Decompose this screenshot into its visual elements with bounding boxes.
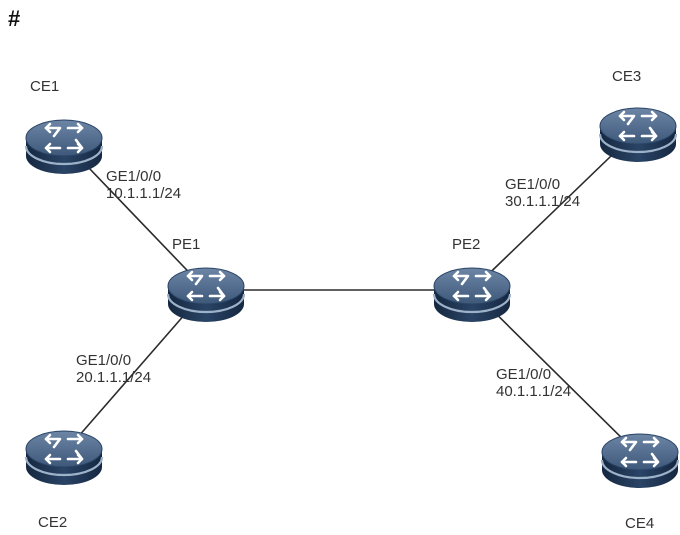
- interface-label-ce3: GE1/0/0 30.1.1.1/24: [505, 176, 580, 211]
- node-label-pe1: PE1: [172, 236, 201, 253]
- interface-name: GE1/0/0: [106, 168, 162, 185]
- interface-ip: 10.1.1.1/24: [106, 185, 182, 203]
- interface-ip: 40.1.1.1/24: [496, 383, 572, 401]
- interface-name: GE1/0/0: [505, 176, 561, 193]
- node-label-pe2: PE2: [452, 236, 481, 253]
- router-icon-ce3: [598, 106, 678, 164]
- interface-label-ce1: GE1/0/0 10.1.1.1/24: [106, 168, 181, 203]
- node-label-ce2: CE2: [38, 514, 68, 531]
- router-icon-ce1: [24, 118, 104, 176]
- interface-name: GE1/0/0: [496, 366, 552, 383]
- router-icon-ce2: [24, 429, 104, 487]
- interface-ip: 30.1.1.1/24: [505, 193, 581, 211]
- link-pe2-ce4: [471, 289, 641, 457]
- interface-ip: 20.1.1.1/24: [76, 369, 152, 387]
- router-icon-pe1: [166, 266, 246, 324]
- node-label-ce3: CE3: [612, 68, 642, 85]
- node-label-ce4: CE4: [625, 515, 655, 532]
- nodes-layer: [24, 106, 680, 490]
- interface-name: GE1/0/0: [76, 352, 132, 369]
- router-icon-ce4: [600, 432, 680, 490]
- interface-label-ce4: GE1/0/0 40.1.1.1/24: [496, 366, 571, 401]
- node-label-ce1: CE1: [30, 78, 60, 95]
- router-icon-pe2: [432, 266, 512, 324]
- hash-symbol: #: [8, 6, 21, 31]
- link-pe2-ce3: [471, 129, 639, 291]
- interface-label-ce2: GE1/0/0 20.1.1.1/24: [76, 352, 151, 387]
